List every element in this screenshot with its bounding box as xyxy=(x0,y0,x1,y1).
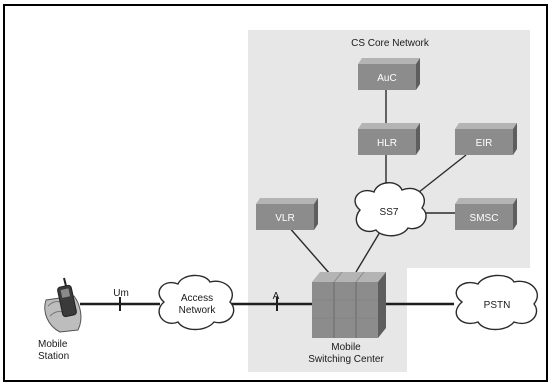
ss7-cloud: SS7 xyxy=(354,182,427,237)
mobile-station-icon xyxy=(44,277,82,333)
link-ss7-msc xyxy=(355,231,381,273)
msc-node xyxy=(312,271,386,338)
smsc-node: SMSC xyxy=(455,198,517,230)
access-network-cloud: Access Network xyxy=(158,274,235,331)
um-interface-label: Um xyxy=(113,288,129,299)
msc-label-line2: Switching Center xyxy=(308,354,384,365)
core-network-title: CS Core Network xyxy=(351,38,430,49)
auc-node: AuC xyxy=(358,58,420,90)
svg-text:SS7: SS7 xyxy=(380,207,399,218)
svg-text:VLR: VLR xyxy=(275,213,294,224)
svg-text:AuC: AuC xyxy=(377,73,396,84)
link-vlr-msc xyxy=(287,225,331,275)
mobile-station-label-line2: Station xyxy=(38,351,69,362)
eir-node: EIR xyxy=(455,123,517,155)
svg-text:HLR: HLR xyxy=(377,138,397,149)
a-interface-label: A xyxy=(273,291,280,302)
svg-text:Access: Access xyxy=(181,293,213,304)
vlr-node: VLR xyxy=(256,198,318,230)
link-eir-ss7 xyxy=(413,154,467,197)
pstn-cloud: PSTN xyxy=(455,274,539,331)
svg-text:PSTN: PSTN xyxy=(484,300,511,311)
msc-label-line1: Mobile xyxy=(331,342,361,353)
svg-text:EIR: EIR xyxy=(476,138,493,149)
svg-text:SMSC: SMSC xyxy=(470,213,499,224)
mobile-station-label-line1: Mobile xyxy=(38,339,68,350)
svg-text:Network: Network xyxy=(179,305,217,316)
hlr-node: HLR xyxy=(358,123,420,155)
